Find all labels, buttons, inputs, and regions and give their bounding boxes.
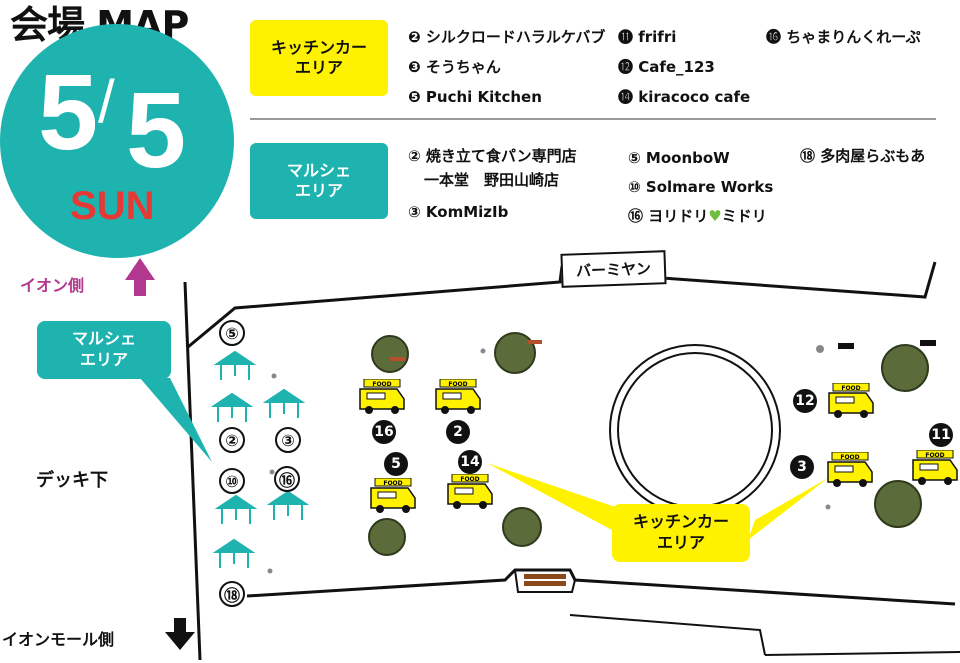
tree-icon: [502, 507, 542, 547]
food-text: FOOD: [841, 385, 860, 392]
tent-number: ②: [219, 427, 245, 453]
legend-item: ⑤ MoonboW: [628, 149, 730, 167]
food-text: FOOD: [372, 381, 391, 388]
legend-kitchen-col1: ❷ シルクロードハラルケバブ ❸ そうちゃん ❺ Puchi Kitchen: [408, 22, 605, 112]
legend-item: ⓬ Cafe_123: [618, 58, 715, 76]
legend-item: ❸ そうちゃん: [408, 58, 501, 76]
truck-number: 3: [790, 455, 814, 479]
legend-kitchen-col3: ⓰ ちゃまりんくれーぷ: [766, 22, 921, 52]
tree-icon: [368, 518, 406, 556]
bench: [390, 357, 406, 361]
aeon-mall-side-label: イオンモール側: [2, 630, 115, 649]
tent-icon: [214, 494, 258, 524]
food-truck-icon: FOOD: [828, 383, 874, 418]
food-truck-icon: FOOD: [447, 474, 493, 509]
truck-number: 11: [929, 423, 953, 447]
date-day: 5: [126, 69, 187, 190]
up-arrow-icon: [125, 258, 155, 296]
food-text: FOOD: [448, 381, 467, 388]
tent-number: ⑤: [219, 320, 245, 346]
bamiyan-sign: バーミヤン: [560, 250, 667, 288]
stage-outline: [514, 569, 576, 593]
legend-marche-badge: マルシェ エリア: [250, 143, 388, 219]
legend-item: 一本堂 野田山崎店: [424, 171, 560, 189]
truck-number: 5: [384, 452, 408, 476]
legend-item: ⓮ kiracoco cafe: [618, 88, 751, 106]
legend-kitchen-badge: キッチンカー エリア: [250, 20, 388, 96]
legend-item: ⑱ 多肉屋らぶもあ: [800, 147, 926, 165]
date-weekday: SUN: [70, 184, 155, 228]
legend-item: ⑯ ヨリドリ♥ミドリ: [628, 202, 773, 231]
date-slash: /: [98, 68, 115, 135]
food-truck-icon: FOOD: [359, 379, 405, 414]
legend-item: ⑩ Solmare Works: [628, 178, 774, 196]
truck-number: 12: [793, 389, 817, 413]
tree-icon: [371, 335, 409, 373]
legend-item-prefix: ⑯ ヨリドリ: [628, 207, 709, 225]
tent-icon: [213, 350, 257, 380]
truck-number: 2: [446, 420, 470, 444]
truck-number: 14: [458, 450, 482, 474]
marker-bar: [920, 340, 936, 346]
tent-number: ⑯: [274, 466, 300, 492]
marche-callout-pointer: [140, 378, 212, 462]
legend-item: ❷ シルクロードハラルケバブ: [408, 28, 606, 46]
top-right-boundary-line: [658, 261, 937, 299]
kitchen-callout-pointer: [487, 463, 630, 530]
tent-number: ⑱: [219, 581, 245, 607]
food-truck-icon: FOOD: [370, 478, 416, 513]
legend-item: ③ KomMizIb: [408, 203, 509, 221]
trees: [368, 332, 929, 556]
bench: [528, 340, 542, 344]
bottom-edge-line: [764, 651, 960, 656]
legend-item: ⓰ ちゃまりんくれーぷ: [766, 28, 921, 46]
legend-item-suffix: ミドリ: [721, 207, 767, 225]
tree-icon: [881, 344, 929, 392]
food-truck-icon: FOOD: [435, 379, 481, 414]
deck-label: デッキ下: [36, 470, 108, 491]
bench: [524, 574, 566, 579]
truck-number: 16: [372, 420, 396, 444]
marker-bar: [838, 343, 854, 349]
heart-icon: ♥: [708, 207, 722, 225]
tent-number: ⑩: [219, 468, 245, 494]
marche-area-badge: マルシェ エリア: [37, 321, 171, 379]
left-boundary-line: [183, 281, 202, 661]
bottom-inner-line: [569, 614, 766, 656]
food-text: FOOD: [460, 476, 479, 483]
food-truck-icon: FOOD: [827, 452, 873, 487]
fountain-outer: [609, 344, 781, 516]
tent-icon: [266, 490, 310, 520]
bench: [524, 581, 566, 586]
tree-icon: [874, 480, 922, 528]
food-text: FOOD: [925, 452, 944, 459]
tent-icon: [210, 392, 254, 422]
bottom-boundary-line: [246, 568, 956, 606]
legend-kitchen-col2: ⓫ frifri ⓬ Cafe_123 ⓮ kiracoco cafe: [618, 22, 750, 112]
legend-marche-col2: ⑤ MoonboW ⑩ Solmare Works ⑯ ヨリドリ♥ミドリ: [628, 144, 773, 231]
legend-item: ⓫ frifri: [618, 28, 677, 46]
tent-number: ③: [275, 427, 301, 453]
date-month: 5: [38, 51, 99, 172]
date-circle: [0, 24, 234, 258]
down-arrow-icon: [165, 618, 195, 650]
legend-item: ❺ Puchi Kitchen: [408, 88, 542, 106]
kitchen-area-badge: キッチンカー エリア: [612, 504, 750, 562]
legend-marche-col1: ② 焼き立て食パン専門店 一本堂 野田山崎店 ③ KomMizIb: [408, 144, 577, 224]
tents: [210, 350, 310, 568]
food-truck-icon: FOOD: [912, 450, 958, 485]
tent-icon: [212, 538, 256, 568]
legend-divider: [250, 118, 936, 120]
tree-icon: [494, 332, 536, 374]
food-text: FOOD: [383, 480, 402, 487]
fountain-inner: [617, 352, 773, 508]
aeon-side-label: イオン側: [20, 276, 85, 295]
food-text: FOOD: [840, 454, 859, 461]
legend-marche-col3: ⑱ 多肉屋らぶもあ: [800, 144, 925, 168]
tent-icon: [262, 388, 306, 418]
legend-item: ② 焼き立て食パン専門店: [408, 147, 577, 165]
kitchen-callout-pointer: [748, 478, 828, 540]
